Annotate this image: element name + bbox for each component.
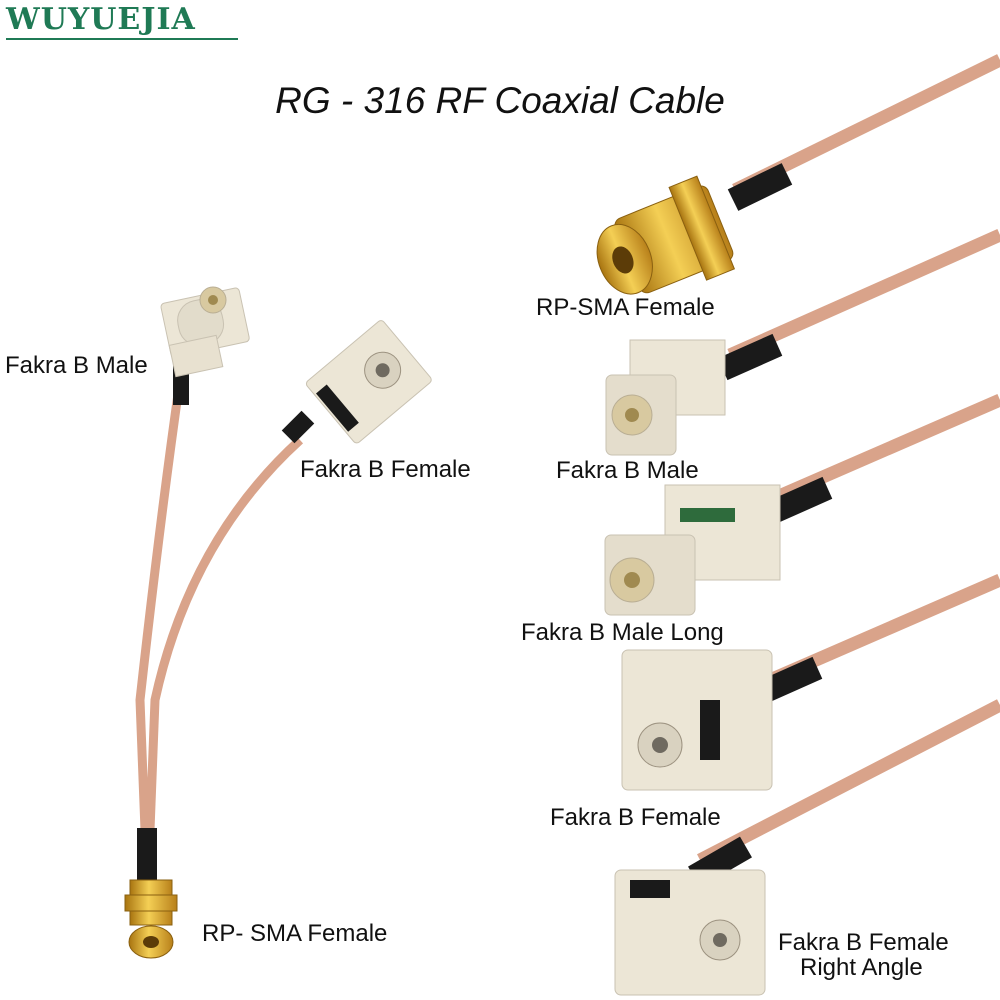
left-cable-assembly (124, 286, 432, 959)
label-fakra-b-female-left: Fakra B Female (300, 456, 471, 483)
label-fakra-b-female-right-angle-line2: Right Angle (800, 954, 923, 981)
page-title: RG - 316 RF Coaxial Cable (275, 80, 725, 121)
cable (135, 379, 185, 831)
black-sleeve (137, 828, 157, 883)
rp-sma-female-connector (124, 879, 178, 959)
cable (145, 436, 304, 831)
fakra-b-female-right-angle-connector (614, 836, 766, 996)
brand-logo: WUYUEJIA (6, 2, 238, 40)
fakra-b-male-long-connector (604, 476, 833, 616)
fakra-b-male-connector-right (605, 333, 783, 456)
fakra-b-female-connector-right (621, 649, 823, 791)
black-sleeve (281, 410, 315, 444)
fakra-b-male-connector (160, 286, 250, 378)
label-fakra-b-male-left: Fakra B Male (5, 352, 148, 379)
label-rp-sma-female-left: RP- SMA Female (202, 920, 388, 947)
label-fakra-b-male-long: Fakra B Male Long (521, 619, 724, 646)
label-fakra-b-female-right-angle-line1: Fakra B Female (778, 929, 949, 956)
cable (727, 229, 1000, 361)
rp-sma-female-connector-right (596, 163, 793, 295)
label-fakra-b-female-right: Fakra B Female (550, 804, 721, 831)
label-fakra-b-male-right: Fakra B Male (556, 457, 699, 484)
label-rp-sma-female-right: RP-SMA Female (536, 294, 715, 321)
cable (697, 699, 1000, 866)
fakra-b-female-connector (305, 320, 432, 444)
